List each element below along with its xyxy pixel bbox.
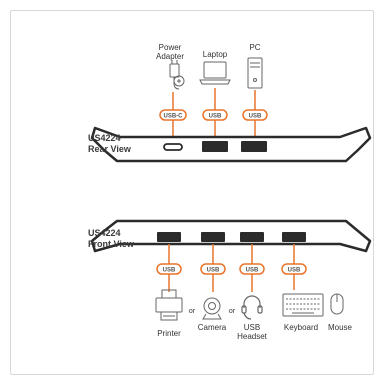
keyboard-icon [282,293,324,317]
headset-icon [241,295,263,320]
mouse-icon [330,293,344,315]
front-usb-port-4 [282,232,306,242]
printer-icon [155,289,183,321]
rear-usb-port-2 [241,141,267,152]
mouse-label: Mouse [328,323,353,332]
usb-c-port [163,143,183,151]
rear-title-2: Rear View [88,144,132,154]
front-title-1: US4224 [88,228,121,238]
front-usb-port-2 [201,232,225,242]
svg-text:USB: USB [288,268,301,274]
laptop-icon [199,61,231,85]
front-tag-usb-4: USB [281,263,307,275]
printer-label: Printer [157,329,181,338]
rear-tag-usb-c: USB-C [159,109,187,121]
front-tag-usb-3: USB [239,263,265,275]
svg-text:USB: USB [163,268,176,274]
rear-tag-usb-laptop: USB [202,109,228,121]
svg-text:USB: USB [207,268,220,274]
front-usb-port-3 [240,232,264,242]
front-tag-usb-1: USB [156,263,182,275]
pc-label: PC [249,43,260,52]
front-tag-usb-2: USB [200,263,226,275]
or-text-1: or [189,308,196,315]
svg-text:USB: USB [249,114,262,120]
us4224-front-device [90,219,372,253]
front-usb-port-1 [157,232,181,242]
rear-usb-port-1 [202,141,228,152]
rear-tag-usb-pc: USB [242,109,268,121]
front-title-2: Front View [88,239,135,249]
svg-text:USB: USB [209,114,222,120]
laptop-label: Laptop [203,50,228,59]
headset-label-1: USB [244,323,260,332]
pc-tower-icon [247,57,263,89]
front-connection-lines [168,244,295,292]
keyboard-label: Keyboard [284,323,318,332]
rear-title-1: US4224 [88,133,121,143]
power-adapter-label-2: Adapter [156,52,184,61]
headset-label-2: Headset [237,332,268,341]
or-text-2: or [229,308,236,315]
diagram-frame [10,10,374,375]
svg-text:USB: USB [246,268,259,274]
power-adapter-label-1: Power [159,43,182,52]
us4224-rear-device [90,126,372,163]
camera-icon [202,297,222,320]
power-adapter-icon [169,60,185,90]
camera-label: Camera [198,323,227,332]
svg-text:USB-C: USB-C [164,114,184,120]
